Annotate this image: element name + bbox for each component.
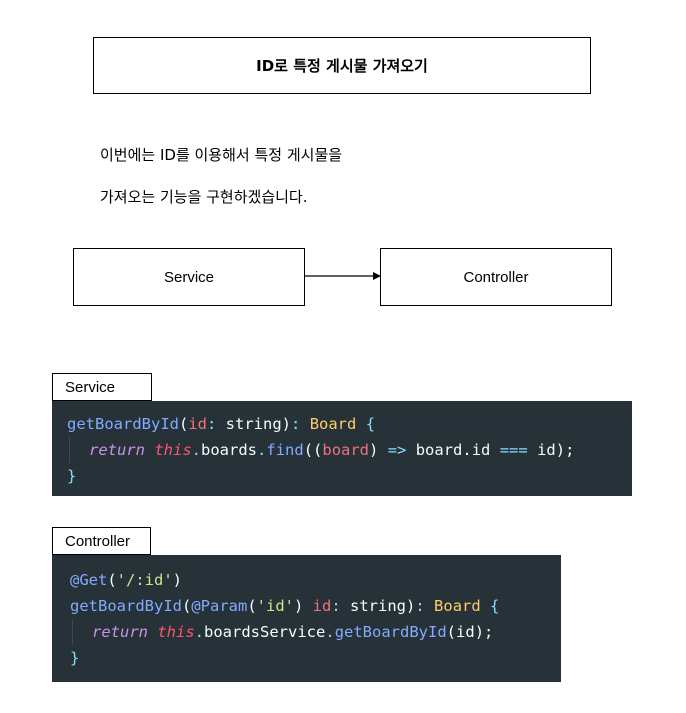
description-line-2: 가져오는 기능을 구현하겠습니다. [100,188,308,206]
code-token: find [266,441,304,459]
description-line-1: 이번에는 ID를 이용해서 특정 게시물을 [100,146,343,164]
code-line: } [67,467,77,485]
code-token: @Get [70,571,108,589]
code-token: return [89,441,145,459]
controller-code-tag-label: Controller [65,532,131,550]
code-token: string [225,415,282,433]
service-code-tag-label: Service [65,378,116,396]
code-token: boardsService [204,623,326,641]
code-token: boards [201,441,258,459]
code-token: getBoardById [334,623,447,641]
code-token: this [154,441,192,459]
code-token: this [157,623,195,641]
page-title-text: ID로 특정 게시물 가져오기 [256,57,428,75]
flow-service-label: Service [163,268,215,286]
code-token: board.id [415,441,491,459]
code-token: getBoardById [67,415,179,433]
code-token: id [312,597,332,615]
code-line: @Get('/:id') [70,571,183,589]
code-token: id [537,441,556,459]
code-token: => [387,441,407,459]
code-token: '/:id' [116,571,173,589]
code-line: return this.boardsService.getBoardById(i… [70,619,561,645]
code-token: id [456,623,475,641]
flow-controller-label: Controller [463,268,529,286]
code-token: string [350,597,407,615]
code-token: === [499,441,528,459]
code-line: } [70,649,80,667]
code-token: id [188,415,207,433]
page-title: ID로 특정 게시물 가져오기 [93,37,591,94]
code-line: getBoardById(@Param('id') id: string): B… [70,597,500,615]
flow-box-controller: Controller [380,248,612,306]
flow-box-service: Service [73,248,305,306]
service-code-tag: Service [52,373,152,401]
code-token: 'id' [256,597,294,615]
code-token: getBoardById [70,597,182,615]
code-line: getBoardById(id: string): Board { [67,415,376,433]
code-token: @Param [191,597,248,615]
flow-arrow-icon [305,272,381,280]
code-token: return [92,623,148,641]
controller-code-tag: Controller [52,527,151,555]
code-line: return this.boards.find((board) => board… [67,437,632,463]
code-token: board [322,441,370,459]
controller-code-block: @Get('/:id') getBoardById(@Param('id') i… [52,555,561,682]
service-code-block: getBoardById(id: string): Board { return… [52,401,632,496]
code-token: Board [309,415,357,433]
code-token: Board [434,597,481,615]
